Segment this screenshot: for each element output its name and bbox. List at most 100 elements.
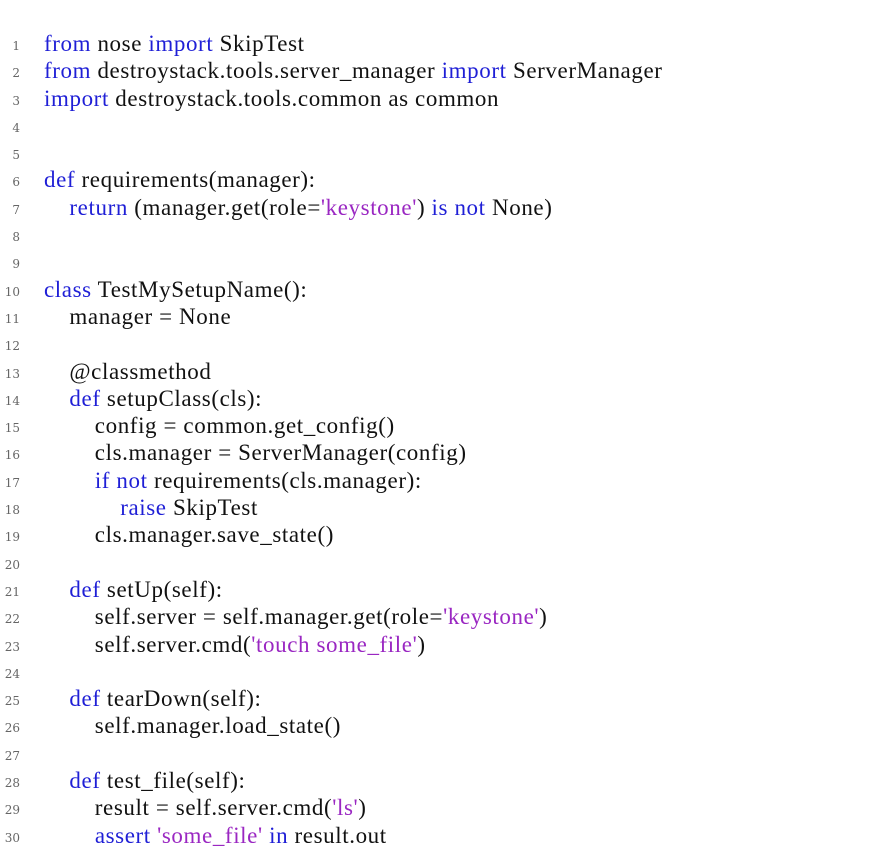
code-token: manager = None — [44, 303, 232, 329]
line-number: 15 — [4, 421, 20, 436]
code-line: 7 return (manager.get(role='keystone') i… — [0, 194, 892, 221]
code-token: requirements(cls.manager): — [147, 467, 422, 493]
code-token — [44, 686, 69, 711]
line-number: 7 — [12, 202, 20, 217]
code-line: 16 cls.manager = ServerManager(config) — [0, 439, 892, 466]
keyword-token: def — [44, 167, 76, 193]
line-number: 3 — [12, 93, 20, 108]
line-number: 11 — [4, 311, 20, 326]
code-token — [44, 823, 95, 848]
line-number: 4 — [12, 120, 20, 135]
code-token: (manager.get(role= — [127, 194, 321, 220]
code-line: 23 self.server.cmd('touch some_file') — [0, 631, 892, 658]
code-token: self.server.cmd( — [44, 631, 252, 657]
keyword-token: not — [454, 194, 486, 220]
code-token: ) — [358, 795, 367, 821]
code-text: manager = None — [44, 303, 231, 330]
code-token: tearDown(self): — [100, 686, 262, 712]
code-line: 12 — [0, 330, 892, 357]
keyword-token: raise — [120, 495, 167, 521]
code-line: 10 class TestMySetupName(): — [0, 276, 892, 303]
code-line: 11 manager = None — [0, 303, 892, 330]
code-text: import destroystack.tools.common as comm… — [44, 85, 499, 112]
code-line: 1 from nose import SkipTest — [0, 30, 892, 57]
code-line: 17 if not requirements(cls.manager): — [0, 467, 892, 494]
keyword-token: def — [69, 576, 101, 602]
line-number: 25 — [4, 694, 20, 709]
code-line: 21 def setUp(self): — [0, 576, 892, 603]
code-token — [44, 468, 95, 493]
code-line: 20 — [0, 549, 892, 576]
code-token: destroystack.tools.server_manager — [91, 58, 442, 84]
code-text: class TestMySetupName(): — [44, 276, 307, 303]
code-token: ) — [417, 631, 426, 657]
code-token: cls.manager = ServerManager(config) — [44, 440, 467, 466]
code-token — [44, 386, 69, 411]
line-number: 28 — [4, 776, 20, 791]
line-number: 8 — [12, 230, 20, 245]
code-text: assert 'some_file' in result.out — [44, 822, 387, 849]
keyword-token: class — [44, 276, 92, 302]
keyword-token: from — [44, 58, 92, 84]
code-token: nose — [91, 31, 149, 56]
code-line: 25 def tearDown(self): — [0, 685, 892, 712]
code-line: 22 self.server = self.manager.get(role='… — [0, 603, 892, 630]
code-token: None) — [485, 194, 553, 220]
code-line: 30 assert 'some_file' in result.out — [0, 822, 892, 849]
code-line: 4 — [0, 112, 892, 139]
code-token: setupClass(cls): — [100, 385, 263, 411]
code-token: setUp(self): — [100, 576, 223, 602]
code-token: @classmethod — [44, 358, 212, 384]
keyword-token: def — [69, 686, 101, 712]
code-text: from destroystack.tools.server_manager i… — [44, 57, 663, 84]
code-token — [44, 768, 69, 793]
code-text: def test_file(self): — [44, 767, 246, 794]
line-number: 22 — [4, 612, 20, 627]
code-text: if not requirements(cls.manager): — [44, 467, 422, 494]
string-token: 'ls' — [332, 795, 359, 821]
code-line: 18 raise SkipTest — [0, 494, 892, 521]
line-number: 5 — [12, 148, 20, 163]
string-token: 'touch some_file' — [251, 631, 418, 657]
code-line: 24 — [0, 658, 892, 685]
keyword-token: def — [69, 385, 101, 411]
line-number: 16 — [4, 448, 20, 463]
code-text: from nose import SkipTest — [44, 30, 305, 57]
line-number: 21 — [4, 584, 20, 599]
code-text: self.manager.load_state() — [44, 712, 341, 739]
code-line: 29 result = self.server.cmd('ls') — [0, 794, 892, 821]
line-number: 20 — [4, 557, 20, 572]
keyword-token: import — [148, 31, 214, 56]
line-number: 10 — [4, 284, 20, 299]
line-number: 23 — [4, 639, 20, 654]
code-token: ) — [416, 194, 432, 220]
line-number: 30 — [4, 830, 20, 845]
code-token: requirements(manager): — [75, 167, 316, 193]
line-number: 29 — [4, 803, 20, 818]
line-number: 1 — [12, 39, 20, 53]
code-text: result = self.server.cmd('ls') — [44, 794, 367, 821]
code-line: 5 — [0, 139, 892, 166]
keyword-token: return — [69, 194, 128, 220]
code-token: config = common.get_config() — [44, 413, 395, 439]
line-number: 24 — [4, 666, 20, 681]
keyword-token: assert — [94, 822, 151, 848]
code-token: SkipTest — [213, 31, 305, 56]
code-token — [44, 577, 69, 602]
code-token: result.out — [288, 822, 387, 848]
line-number: 12 — [4, 339, 20, 354]
code-text: def tearDown(self): — [44, 685, 262, 712]
code-text: raise SkipTest — [44, 494, 258, 521]
code-token: cls.manager.save_state() — [44, 522, 334, 548]
code-token — [44, 195, 69, 220]
string-token: 'keystone' — [443, 604, 540, 630]
code-token — [44, 495, 120, 520]
code-text: def requirements(manager): — [44, 166, 316, 193]
code-text: @classmethod — [44, 358, 211, 385]
line-number: 26 — [4, 721, 20, 736]
line-number: 27 — [4, 748, 20, 763]
code-line: 3 import destroystack.tools.common as com… — [0, 85, 892, 112]
